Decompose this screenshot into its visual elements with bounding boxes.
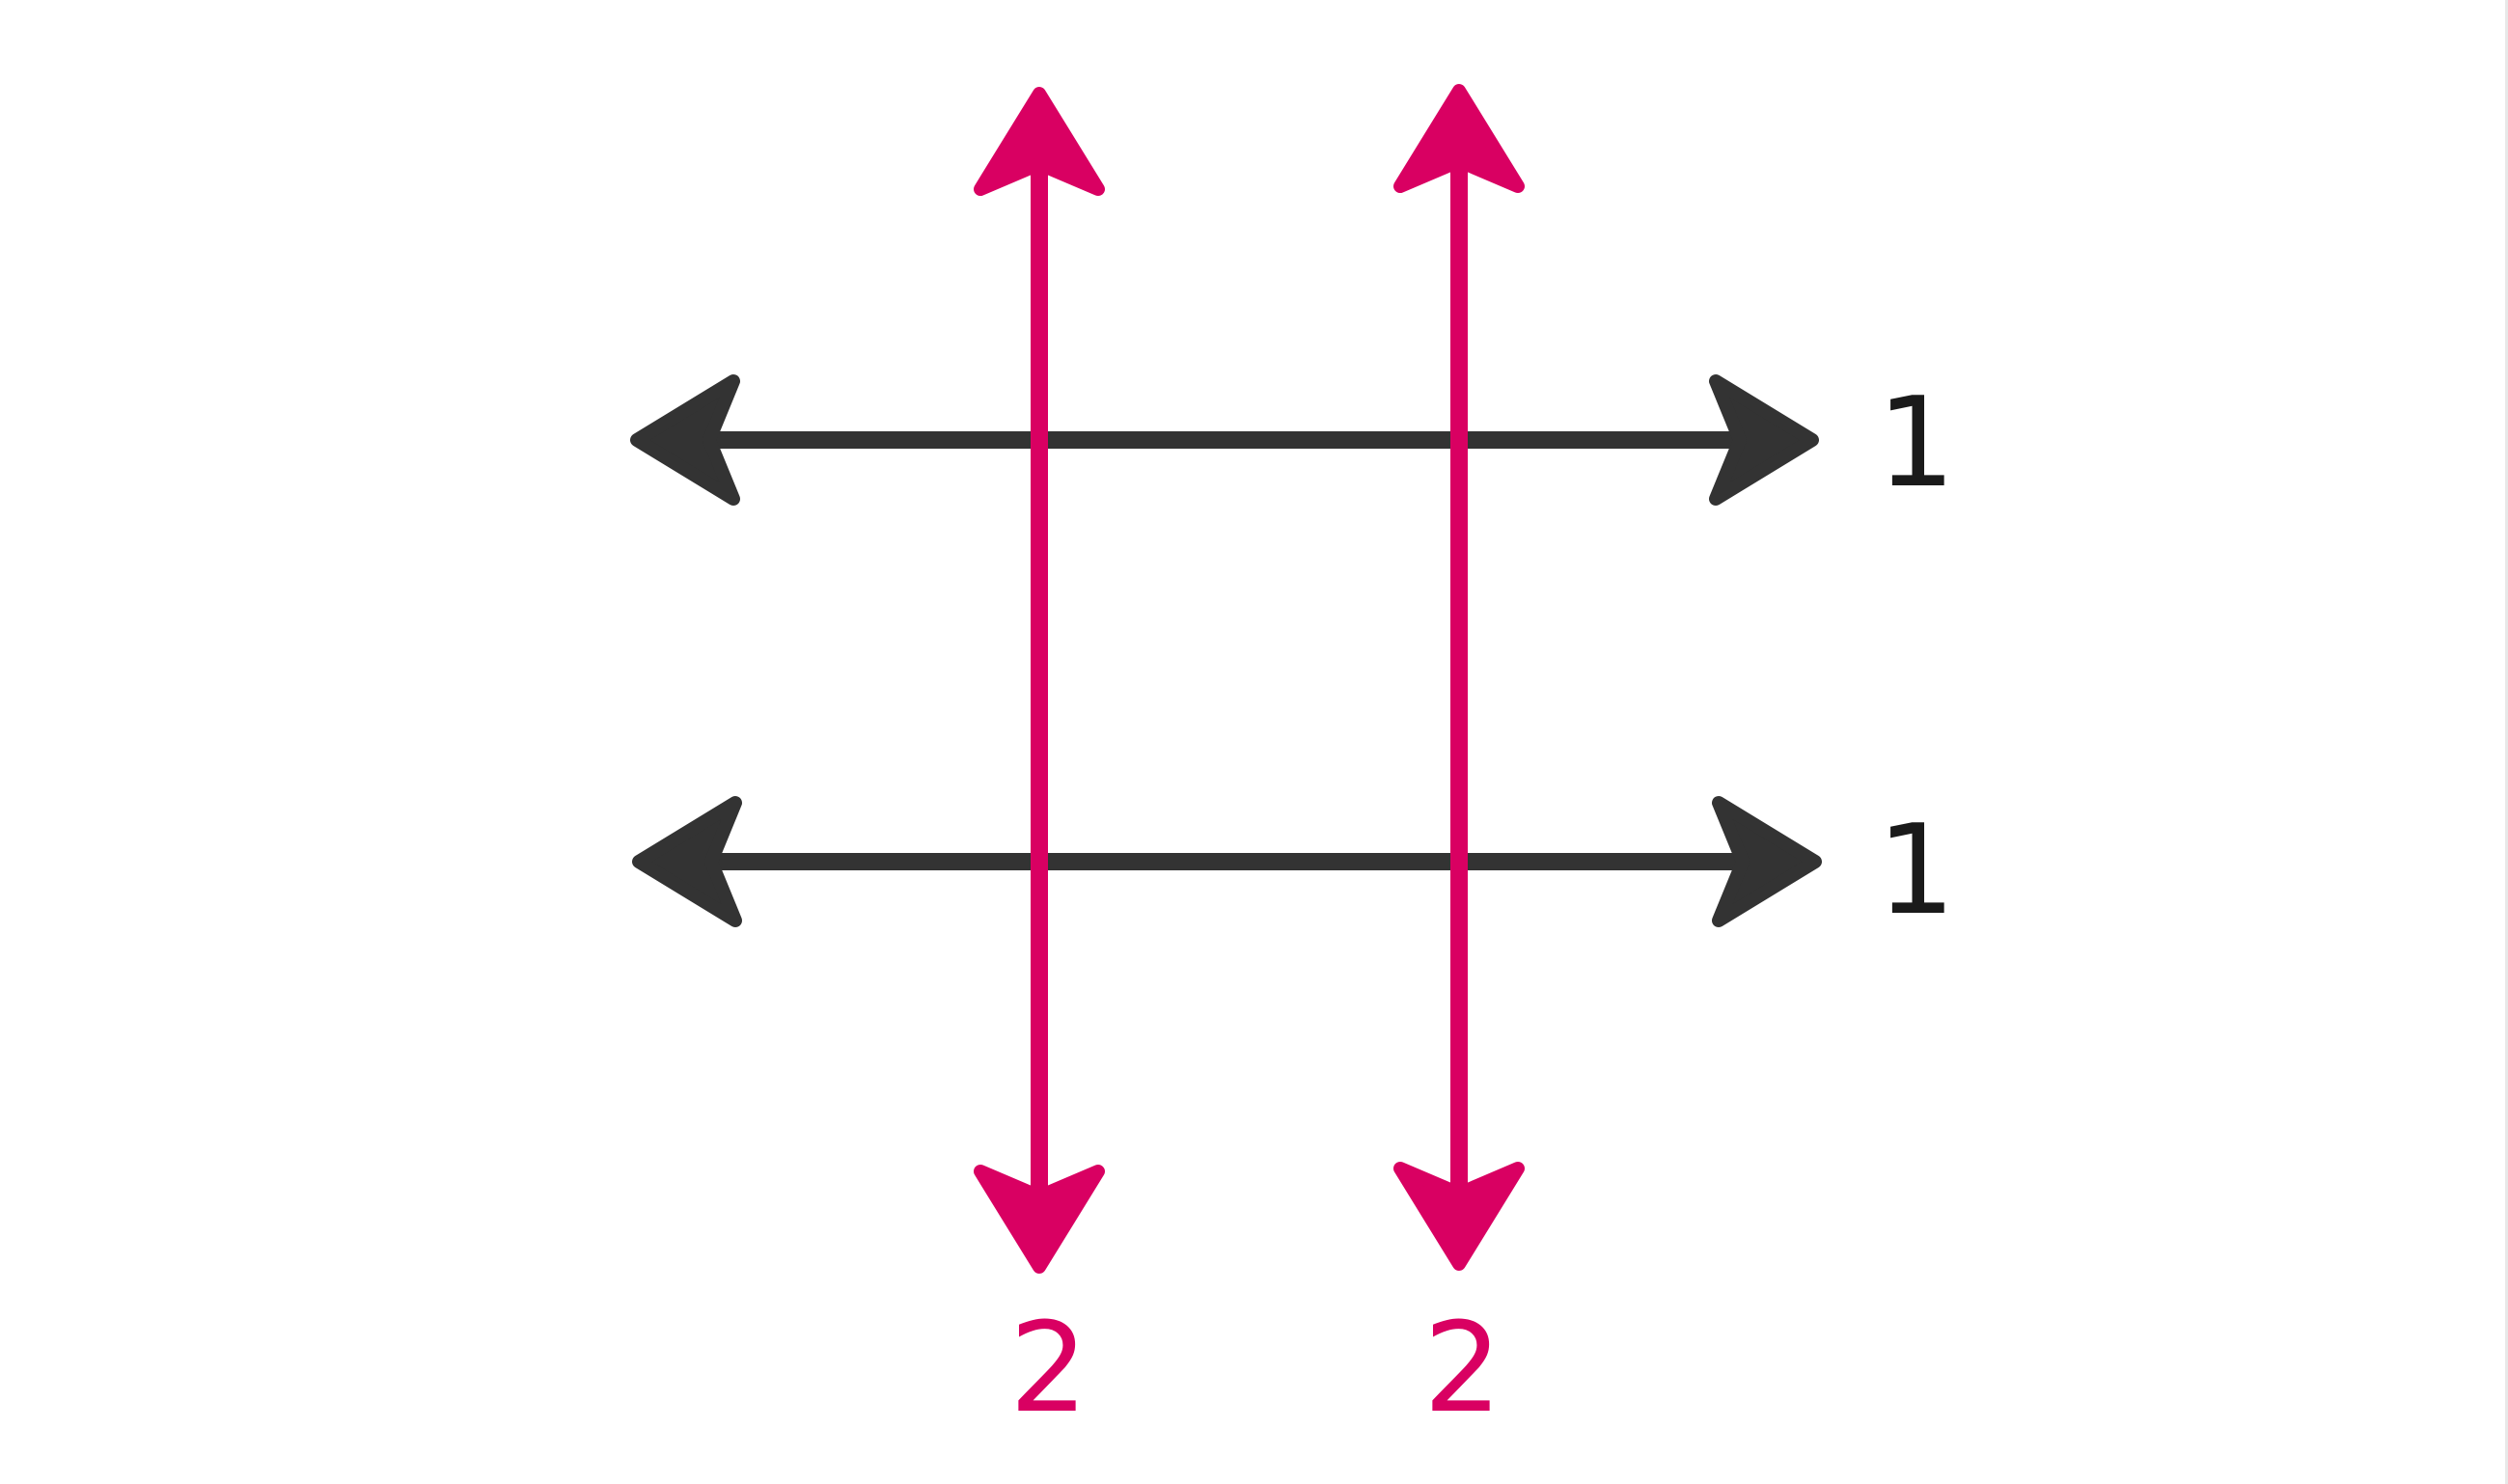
vertical-line-1-bottom-arrowhead — [974, 1165, 1105, 1274]
horizontal-line-1-right-arrowhead — [1709, 374, 1819, 506]
horizontal-line-1 — [630, 374, 1819, 506]
vertical-line-1-top-arrowhead — [974, 87, 1105, 196]
horizontal-line-1-left-arrowhead — [630, 374, 740, 506]
vertical-line-1-label: 2 — [1009, 1297, 1088, 1441]
horizontal-line-2-left-arrowhead — [632, 796, 742, 927]
vertical-line-2 — [1393, 84, 1525, 1271]
horizontal-line-2-label: 1 — [1877, 799, 1955, 943]
horizontal-line-1-label: 1 — [1877, 371, 1955, 515]
vertical-line-2-top-arrowhead — [1393, 84, 1525, 193]
vertical-line-1 — [974, 87, 1105, 1274]
right-border — [2505, 0, 2508, 1484]
horizontal-line-2-right-arrowhead — [1712, 796, 1822, 927]
vertical-line-2-label: 2 — [1423, 1297, 1502, 1441]
vertical-line-2-bottom-arrowhead — [1393, 1162, 1525, 1271]
horizontal-line-2 — [632, 796, 1822, 927]
